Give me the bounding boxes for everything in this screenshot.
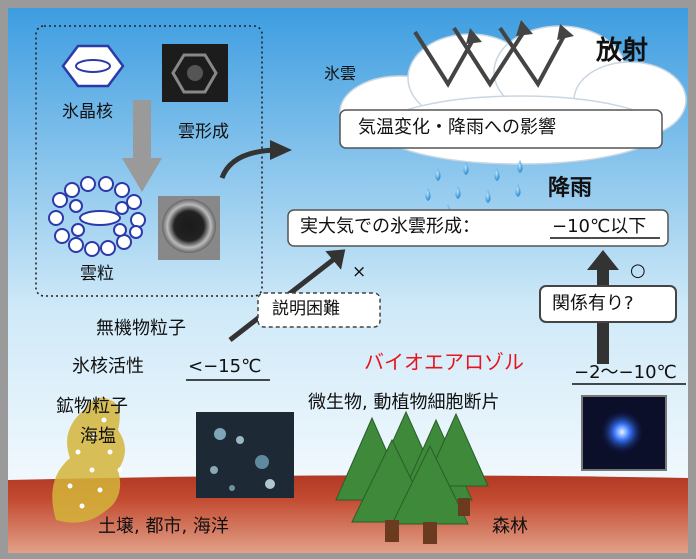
ice-activity-label: 氷核活性 — [72, 356, 144, 377]
sea-salt-label: 海塩 — [80, 426, 116, 447]
climate-effect-box — [339, 109, 663, 149]
mineral-particles-label: 鉱物粒子 — [56, 396, 128, 417]
bioaerosol-label: バイオエアロゾル — [364, 350, 524, 374]
nucleation-box — [35, 25, 263, 297]
mineral-particle-image — [196, 412, 294, 498]
actual-formation-box — [287, 209, 669, 247]
forest-icon — [335, 410, 489, 544]
climate-effect-label: 気温変化・降雨への影響 — [358, 117, 556, 138]
related-box — [539, 285, 677, 323]
actual-formation-value: −10℃以下 — [552, 216, 647, 237]
ice-nucleus-icon — [61, 44, 125, 88]
microbes-label: 微生物, 動植物細胞断片 — [308, 392, 500, 413]
bio-temp-label: −2〜−10℃ — [574, 362, 677, 383]
snow-crystal-image — [162, 44, 228, 102]
ice-nucleus-label: 氷晶核 — [62, 102, 113, 122]
hard-to-explain-label: 説明困難 — [272, 299, 340, 319]
rainfall-label: 降雨 — [548, 176, 593, 201]
related-label: 関係有り? — [552, 293, 634, 314]
nucleation-down-arrow — [122, 100, 162, 192]
cloud-formation-label: 雲形成 — [178, 122, 229, 142]
cross-mark: × — [352, 262, 367, 282]
cloud-droplet-image — [158, 196, 220, 260]
radiation-icon — [413, 26, 567, 88]
hard-to-explain-box — [257, 292, 381, 328]
ice-cloud-label: 氷雲 — [324, 64, 357, 83]
circle-mark: ○ — [630, 260, 646, 281]
ice-activity-value: <−15℃ — [188, 356, 262, 377]
inorganic-particles-label: 無機物粒子 — [96, 318, 186, 339]
soil-city-ocean-label: 土壌, 都市, 海洋 — [98, 516, 229, 537]
actual-formation-label: 実大気での氷雲形成： — [300, 216, 480, 237]
ground — [8, 475, 688, 553]
cloud-droplet-icon — [48, 176, 146, 257]
dust-particles — [67, 399, 123, 509]
dust-plume-icon — [52, 397, 125, 523]
cloud-droplet-label: 雲粒 — [80, 264, 114, 284]
forest-label: 森林 — [492, 516, 528, 537]
radiation-label: 放射 — [596, 36, 649, 66]
bioaerosol-image — [581, 395, 667, 471]
